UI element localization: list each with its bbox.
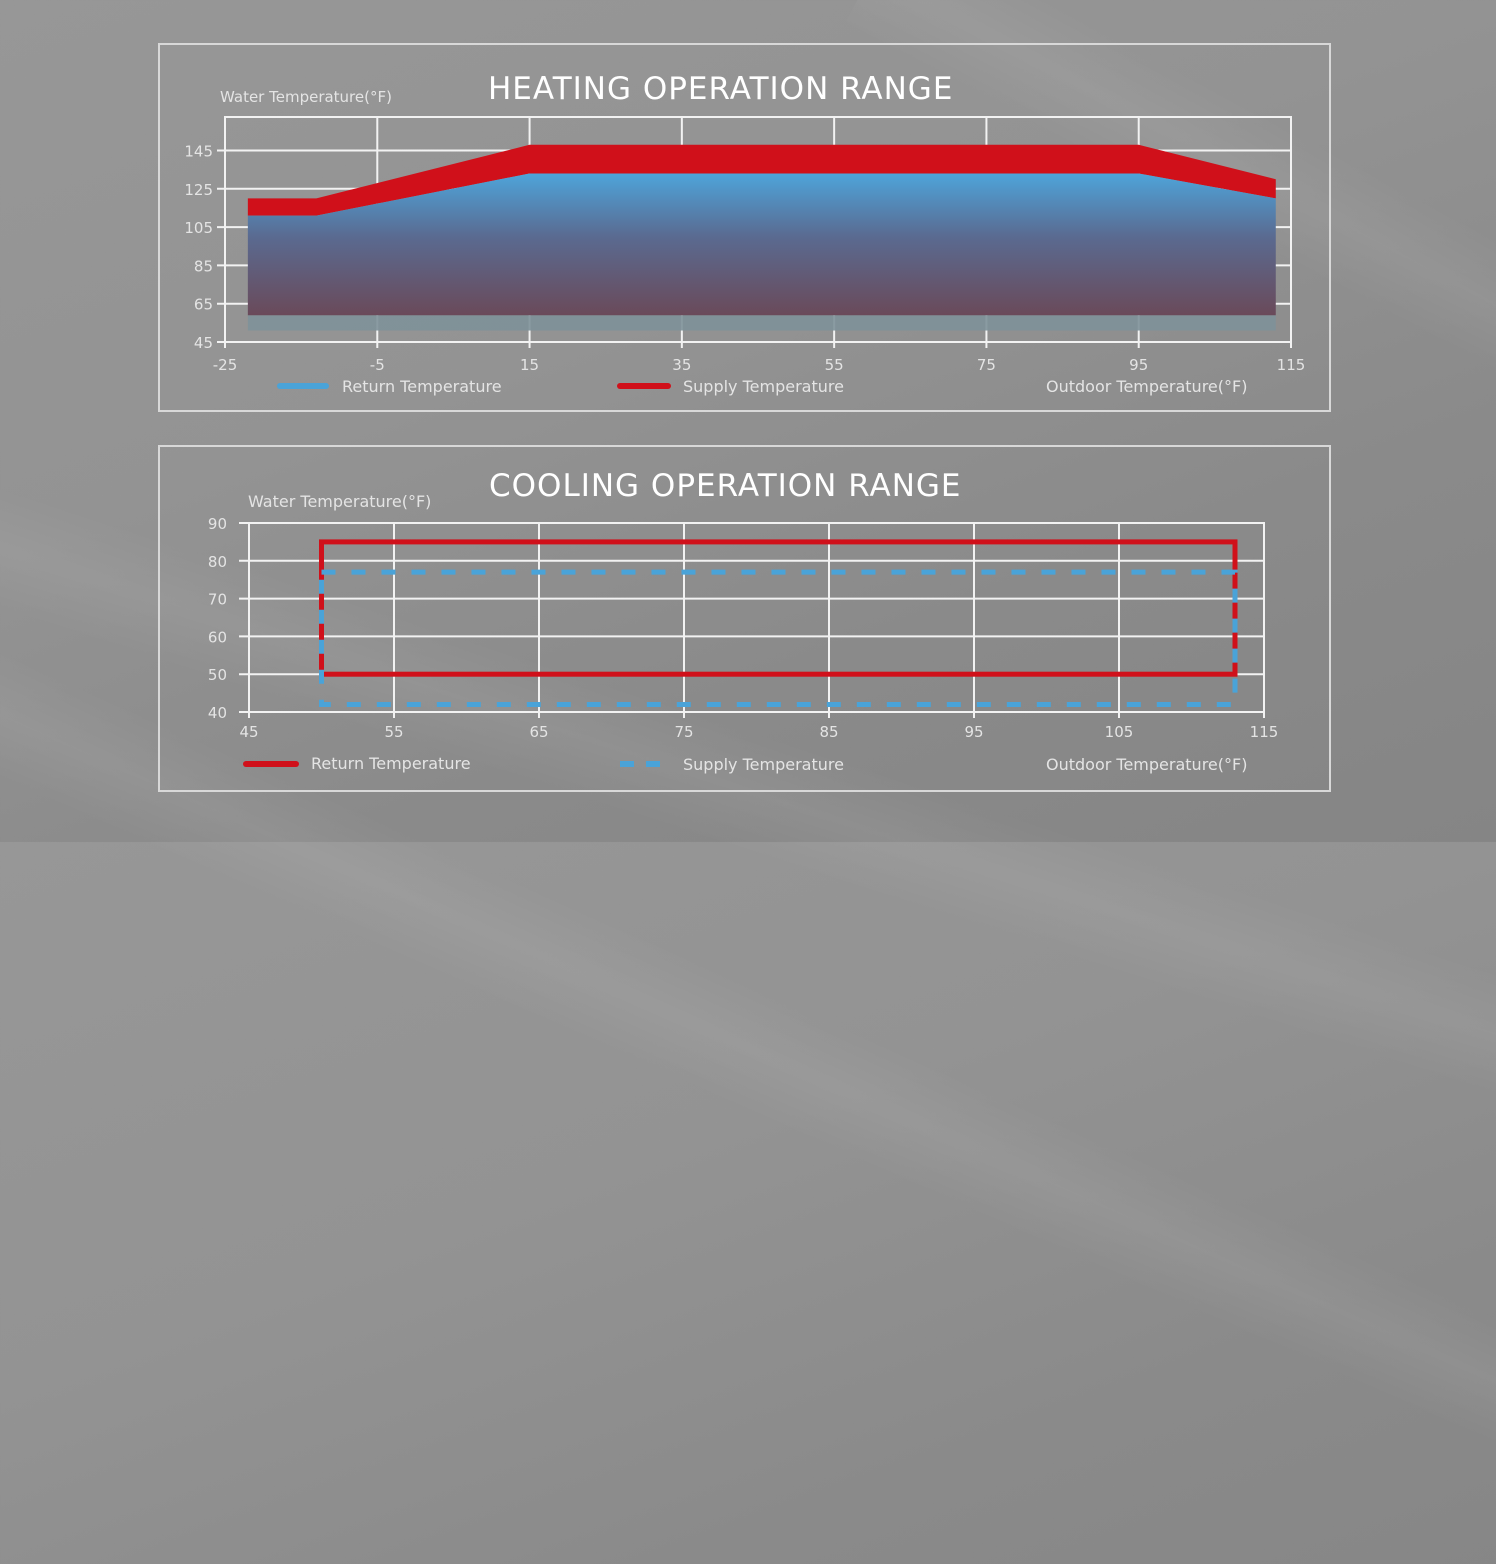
y-tick-label: 40 bbox=[208, 704, 227, 722]
heating-legend: Return Temperature Supply Temperature bbox=[277, 377, 844, 396]
return-temperature-range bbox=[319, 539, 1238, 677]
plot-border bbox=[248, 522, 1265, 713]
x-tick-label: 95 bbox=[964, 723, 983, 741]
y-tick-label: 80 bbox=[208, 553, 227, 571]
cooling-chart: COOLING OPERATION RANGE Water Temperatur… bbox=[208, 468, 1278, 774]
x-tick-label: 85 bbox=[819, 723, 838, 741]
heating-chart-panel: HEATING OPERATION RANGE Water Temperatur… bbox=[158, 43, 1331, 412]
heating-axis-ticks: -25 -5 15 35 55 75 95 115 45 65 85 105 125 145 bbox=[184, 143, 1305, 374]
y-tick-label: 145 bbox=[184, 143, 213, 161]
heating-chart: HEATING OPERATION RANGE Water Temperatur… bbox=[184, 71, 1305, 396]
cooling-grid bbox=[239, 522, 1265, 718]
heating-plot-area bbox=[247, 144, 1276, 331]
cooling-y-axis-label: Water Temperature(°F) bbox=[248, 492, 431, 511]
y-tick-label: 70 bbox=[208, 591, 227, 609]
x-tick-label: -5 bbox=[370, 356, 385, 374]
x-tick-label: 65 bbox=[529, 723, 548, 741]
return-temperature-area bbox=[247, 173, 1276, 316]
cooling-x-axis-label: Outdoor Temperature(°F) bbox=[1046, 755, 1247, 774]
legend-supply-label: Supply Temperature bbox=[683, 755, 844, 774]
supply-temperature-range bbox=[319, 569, 1238, 707]
x-tick-label: 55 bbox=[384, 723, 403, 741]
x-tick-label: 105 bbox=[1105, 723, 1134, 741]
y-tick-label: 45 bbox=[194, 334, 213, 352]
cooling-plot-area bbox=[319, 539, 1238, 707]
y-tick-label: 60 bbox=[208, 628, 227, 646]
y-tick-label: 65 bbox=[194, 296, 213, 314]
x-tick-label: 75 bbox=[674, 723, 693, 741]
y-tick-label: 50 bbox=[208, 666, 227, 684]
x-tick-label: 35 bbox=[672, 356, 691, 374]
y-tick-label: 105 bbox=[184, 219, 213, 237]
y-tick-label: 90 bbox=[208, 515, 227, 533]
lower-band bbox=[247, 315, 1276, 331]
heating-y-axis-label: Water Temperature(°F) bbox=[220, 88, 392, 106]
legend-return-label: Return Temperature bbox=[342, 377, 502, 396]
y-tick-label: 85 bbox=[194, 257, 213, 275]
heating-x-axis-label: Outdoor Temperature(°F) bbox=[1046, 377, 1247, 396]
cooling-title: COOLING OPERATION RANGE bbox=[489, 468, 962, 504]
heating-title: HEATING OPERATION RANGE bbox=[488, 71, 953, 107]
x-tick-label: 115 bbox=[1277, 356, 1306, 374]
y-tick-label: 125 bbox=[184, 181, 213, 199]
supply-temperature-area bbox=[247, 144, 1276, 216]
legend-return-label: Return Temperature bbox=[311, 754, 471, 773]
x-tick-label: 55 bbox=[825, 356, 844, 374]
x-tick-label: 95 bbox=[1129, 356, 1148, 374]
cooling-axis-ticks: 45 55 65 75 85 95 105 115 40 50 60 70 80 90 bbox=[208, 515, 1278, 741]
x-tick-label: -25 bbox=[213, 356, 238, 374]
x-tick-label: 115 bbox=[1250, 723, 1279, 741]
x-tick-label: 45 bbox=[239, 723, 258, 741]
cooling-chart-panel: COOLING OPERATION RANGE Water Temperatur… bbox=[158, 445, 1331, 792]
legend-supply-label: Supply Temperature bbox=[683, 377, 844, 396]
x-tick-label: 15 bbox=[520, 356, 539, 374]
x-tick-label: 75 bbox=[977, 356, 996, 374]
cooling-legend: Return Temperature Supply Temperature bbox=[243, 754, 844, 774]
